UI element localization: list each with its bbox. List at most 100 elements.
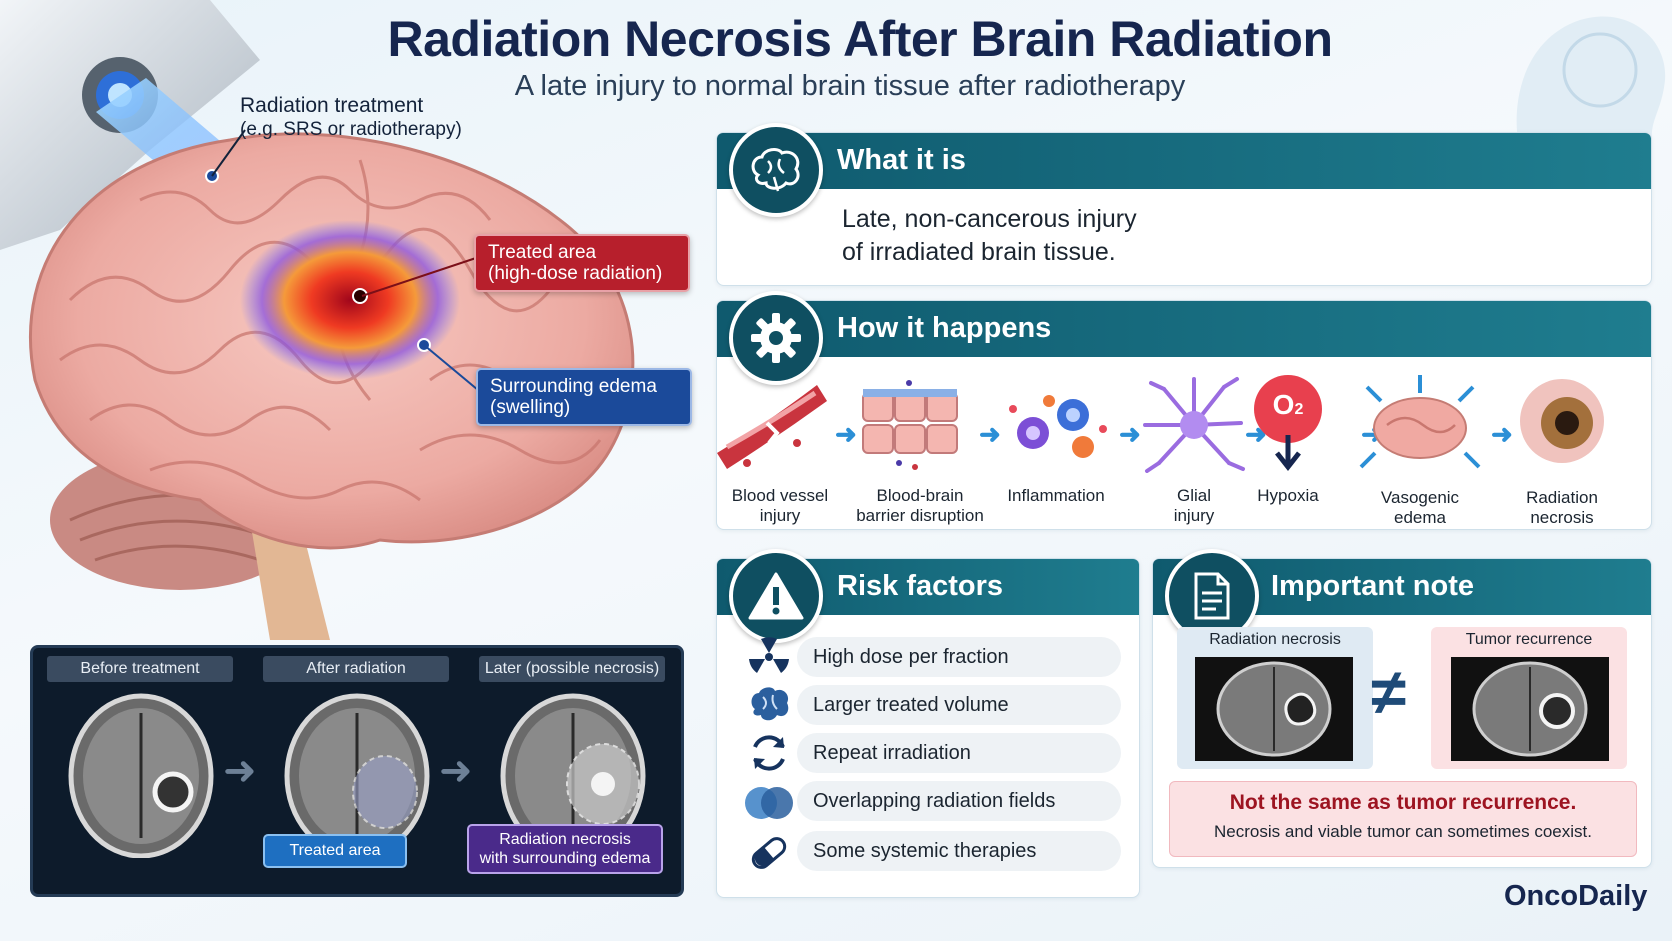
necrosis-tag-line2: with surrounding edema [479,850,651,867]
step-label-line2: injury [1173,506,1215,525]
what-it-is-heading: What it is [837,144,966,176]
radiation-hazard-icon [749,637,789,673]
step-label: Blood-brain barrier disruption [845,486,995,526]
step-label: Glial injury [1119,486,1269,526]
step-label-line2: barrier disruption [856,506,984,525]
how-it-happens-panel: How it happens ➜ [716,291,1652,530]
warning-icon [729,549,823,643]
step-label-line1: Blood vessel [731,486,829,505]
radiation-necrosis-icon [1520,379,1604,463]
treated-area-line1: Treated area [488,242,597,263]
radiation-label-line1: Radiation treatment [240,94,424,117]
hypoxia-icon: O2 [1223,373,1353,478]
radiation-label-line2: (e.g. SRS or radiotherapy) [240,119,462,140]
brand-logo: OncoDaily [1504,880,1648,912]
mri-stage-label: Before treatment [47,656,233,682]
head-silhouette-decoration [1516,16,1666,165]
risk-factors-heading: Risk factors [837,570,1004,602]
step-label-line2: injury [759,506,801,525]
o2-subscript: 2 [1294,401,1304,418]
risk-item: Repeat irradiation [797,733,1121,773]
glial-cell-icon [1143,377,1245,473]
what-it-is-line2: of irradiated brain tissue. [842,238,1116,266]
page-subtitle: A late injury to normal brain tissue aft… [514,70,1186,102]
warning-title: Not the same as tumor recurrence. [1229,791,1577,814]
what-it-is-panel: What it is Late, non-cancerous injury of… [716,123,1652,286]
necrosis-mri-box: Radiation necrosis [1177,627,1373,769]
brain-icon [751,687,789,721]
arrow-right-icon: ➜ [1491,419,1513,449]
mri-scan-after [284,693,430,858]
necrosis-tag: Radiation necrosis with surrounding edem… [467,824,663,874]
treated-area-callout: Treated area (high-dose radiation) [474,234,690,292]
step-label-line1: Hypoxia [1257,486,1319,505]
treated-area-line2: (high-dose radiation) [488,263,663,284]
blood-brain-barrier-icon [862,380,958,470]
how-it-happens-heading: How it happens [837,312,1052,344]
mri-after-radiation: After radiation Treated area [249,648,463,894]
step-label: Blood vessel injury [705,486,855,526]
step-label-line1: Glial [1176,486,1211,505]
risk-item: High dose per fraction [797,637,1121,677]
mri-scan-necrosis [1195,657,1353,761]
refresh-cycle-icon [753,735,785,771]
important-note-panel: Important note Radiation necrosis ≠ Tumo… [1152,549,1652,868]
how-it-happens-header: How it happens [717,301,1651,357]
gear-icon [729,291,823,385]
brain-icon [729,123,823,217]
step-label-line1: Inflammation [1007,486,1105,505]
step-label-line2: edema [1394,508,1446,527]
mri-progression-strip: Before treatment ➜ After radiation Treat… [30,645,684,897]
mri-before: Before treatment [33,648,247,894]
step-label-line1: Radiation [1526,488,1598,507]
target-dot [352,288,368,304]
arrow-right-icon: ➜ [979,419,1001,449]
pill-capsule-icon [751,837,787,869]
step-label: Inflammation [981,486,1131,506]
arrow-right-icon: ➜ [223,749,257,793]
step-label-line1: Blood-brain [876,486,964,505]
mri-scan-before [68,693,214,858]
edema-line2: (swelling) [490,397,571,418]
treated-area-hotspot [240,220,460,380]
step-label: Hypoxia [1213,486,1363,506]
what-it-is-text: Late, non-cancerous injury of irradiated… [842,203,1137,269]
mri-scan-recurrence [1451,657,1609,761]
brainstem [250,520,330,640]
recurrence-mri-box: Tumor recurrence [1431,627,1627,769]
mri-scan-later [500,693,646,858]
risk-factors-panel: Risk factors High dose per fraction Larg… [716,549,1140,898]
radiation-treatment-label: Radiation treatment (e.g. SRS or radioth… [240,94,462,142]
warning-body: Necrosis and viable tumor can sometimes … [1214,822,1592,841]
edema-callout: Surrounding edema (swelling) [476,368,692,426]
mri-stage-label: Later (possible necrosis) [479,656,665,682]
recurrence-warning-box: Not the same as tumor recurrence. Necros… [1169,781,1637,857]
what-it-is-line1: Late, non-cancerous injury [842,205,1137,233]
arrow-right-icon: ➜ [835,419,857,449]
vasogenic-edema-icon [1359,375,1481,469]
what-it-is-header: What it is [717,133,1651,189]
mri-later-necrosis: Later (possible necrosis) Radiation necr… [465,648,679,894]
recurrence-mri-label: Tumor recurrence [1465,631,1593,648]
edema-line1: Surrounding edema [490,376,657,397]
inflammation-icon [1009,395,1107,458]
risk-item: Larger treated volume [797,685,1121,725]
treated-area-tag: Treated area [263,834,407,868]
not-equal-icon: ≠ [1371,656,1407,728]
page-title: Radiation Necrosis After Brain Radiation [387,11,1334,67]
necrosis-mri-label: Radiation necrosis [1209,631,1341,648]
o2-symbol: O [1272,389,1295,420]
step-label-line1: Vasogenic [1380,488,1460,507]
step-label: Radiation necrosis [1487,488,1637,528]
step-label-line2: necrosis [1530,508,1594,527]
arrow-right-icon: ➜ [439,749,473,793]
risk-item: Overlapping radiation fields [797,781,1121,821]
overlapping-fields-icon [745,787,793,819]
step-label: Vasogenic edema [1345,488,1495,528]
risk-item: Some systemic therapies [797,831,1121,871]
important-note-heading: Important note [1271,570,1474,602]
arrow-right-icon: ➜ [1119,419,1141,449]
blood-vessel-icon [717,385,827,469]
mri-stage-label: After radiation [263,656,449,682]
necrosis-tag-line1: Radiation necrosis [499,831,631,848]
